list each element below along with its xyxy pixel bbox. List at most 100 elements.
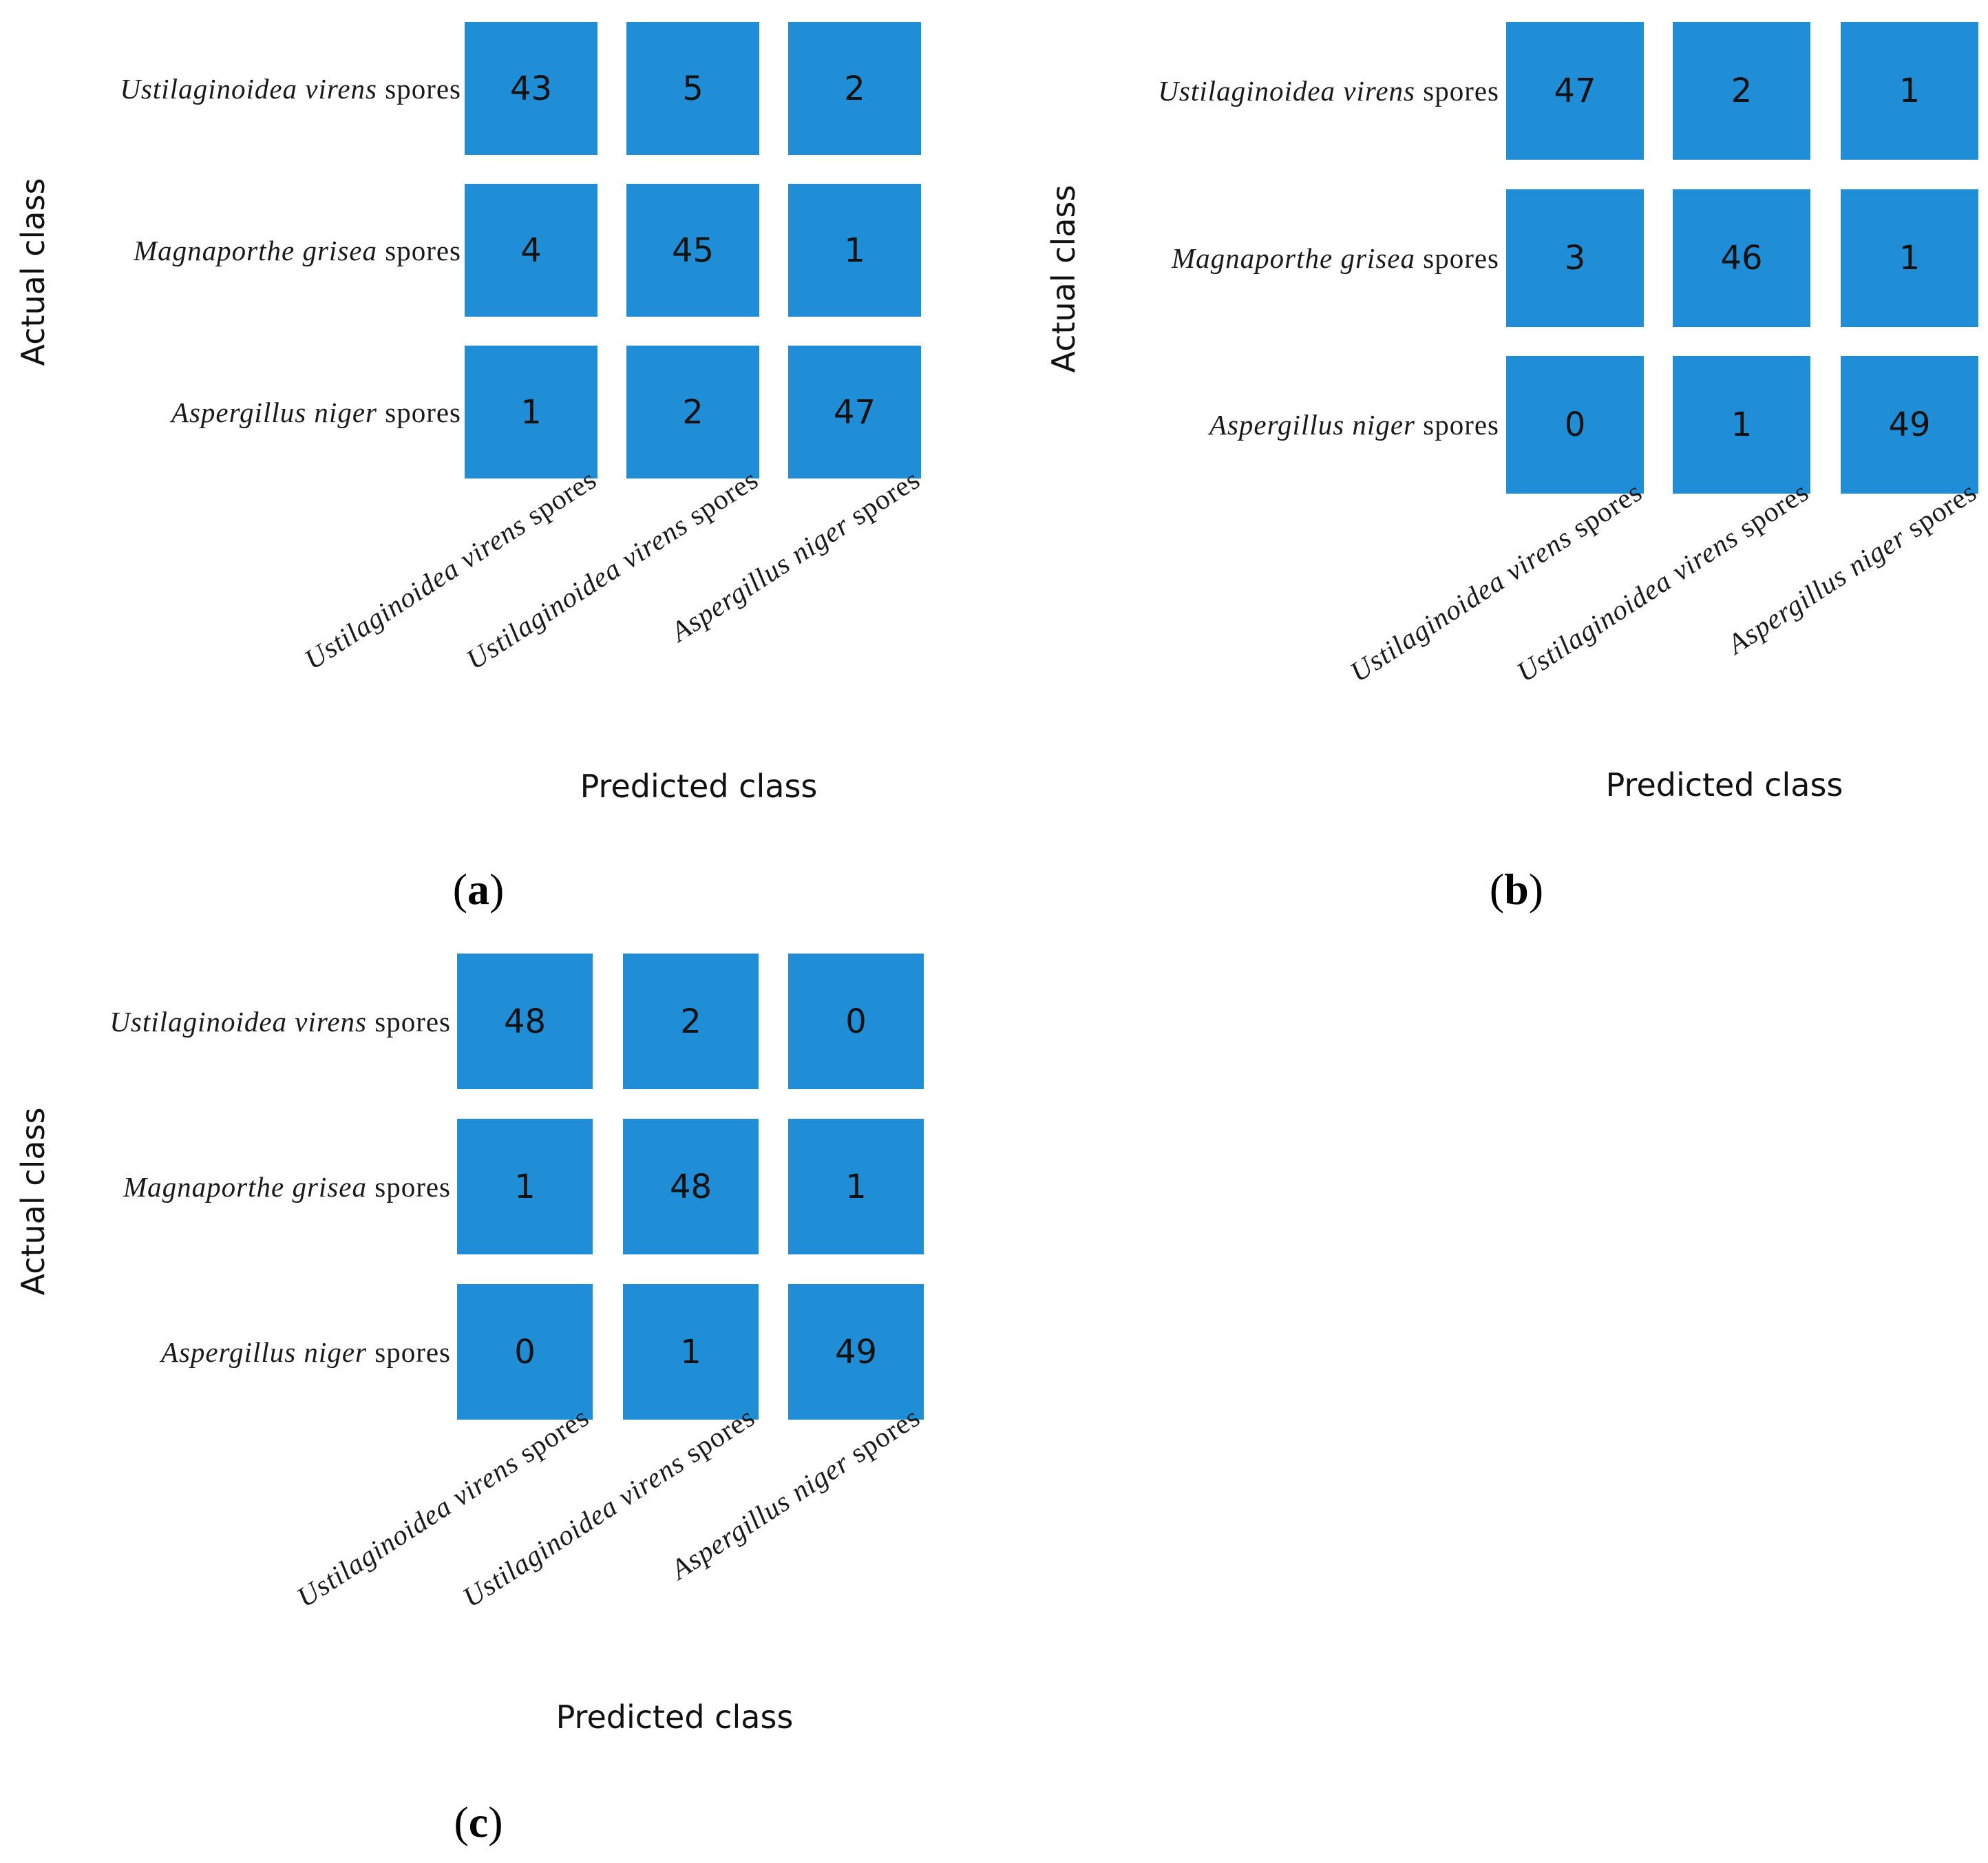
x-axis-label: Predicted class xyxy=(580,768,818,805)
x-axis-label: Predicted class xyxy=(556,1698,794,1736)
cell-value: 1 xyxy=(520,392,542,432)
label-suffix: spores xyxy=(1415,242,1499,274)
matrix-cell: 45 xyxy=(626,184,759,317)
cell-value: 45 xyxy=(671,231,715,270)
row-label: Ustilaginoidea virens spores xyxy=(120,72,461,105)
species-name: Ustilaginoidea virens xyxy=(460,509,694,676)
matrix-cell: 49 xyxy=(1841,356,1978,494)
cell-value: 1 xyxy=(845,1167,867,1206)
cell-value: 43 xyxy=(509,69,553,108)
panel-letter: b xyxy=(1504,865,1529,914)
matrix-cell: 0 xyxy=(457,1284,593,1420)
species-name: Magnaporthe grisea xyxy=(123,1170,367,1203)
matrix-cell: 2 xyxy=(1673,22,1810,160)
panel-label: (a) xyxy=(452,865,505,914)
cell-value: 1 xyxy=(1731,406,1753,444)
matrix-cell: 47 xyxy=(788,346,921,478)
column-label: Ustilaginoidea virens spores xyxy=(298,463,602,676)
label-suffix: spores xyxy=(377,396,461,428)
label-suffix: spores xyxy=(514,463,602,536)
label-suffix: spores xyxy=(1415,75,1499,107)
species-name: Ustilaginoidea virens xyxy=(120,72,377,105)
label-suffix: spores xyxy=(676,463,764,536)
y-axis-label: Actual class xyxy=(14,1107,52,1296)
matrix-cell: 0 xyxy=(1506,356,1644,494)
cell-value: 2 xyxy=(1731,72,1753,110)
matrix-cell: 5 xyxy=(626,22,759,155)
label-suffix: spores xyxy=(1560,475,1648,548)
row-label: Magnaporthe grisea spores xyxy=(1172,242,1499,275)
row-label: Aspergillus niger spores xyxy=(161,1336,451,1369)
label-suffix: spores xyxy=(1894,475,1982,548)
species-name: Ustilaginoidea virens xyxy=(456,1446,690,1614)
cell-value: 0 xyxy=(514,1332,536,1371)
label-suffix: spores xyxy=(1726,475,1815,548)
cell-value: 5 xyxy=(682,69,704,108)
matrix-cell: 2 xyxy=(788,22,921,155)
cell-value: 1 xyxy=(1899,239,1921,277)
matrix-cell: 1 xyxy=(788,1119,924,1254)
species-name: Magnaporthe grisea xyxy=(134,234,377,266)
row-label: Ustilaginoidea virens spores xyxy=(1158,74,1499,107)
label-suffix: spores xyxy=(377,234,461,266)
panel-letter: c xyxy=(468,1798,489,1846)
matrix-cell: 1 xyxy=(623,1284,759,1420)
label-suffix: spores xyxy=(673,1400,761,1473)
matrix-cell: 1 xyxy=(1841,22,1978,160)
matrix-cell: 47 xyxy=(1506,22,1644,160)
label-suffix: spores xyxy=(377,72,461,105)
matrix-cell: 4 xyxy=(465,184,598,317)
species-name: Aspergillus niger xyxy=(665,509,856,648)
species-name: Aspergillus niger xyxy=(160,1336,367,1368)
matrix-cell: 0 xyxy=(788,954,924,1089)
species-name: Magnaporthe grisea xyxy=(1172,242,1415,274)
matrix-cell: 49 xyxy=(788,1284,924,1420)
row-label: Ustilaginoidea virens spores xyxy=(109,1005,451,1038)
label-suffix: spores xyxy=(1415,409,1499,441)
row-label: Magnaporthe grisea spores xyxy=(123,1170,451,1203)
species-name: Aspergillus niger xyxy=(1722,521,1912,660)
column-label: Ustilaginoidea virens spores xyxy=(1510,475,1815,688)
x-axis-label: Predicted class xyxy=(1605,766,1843,803)
species-name: Ustilaginoidea virens xyxy=(1510,521,1744,688)
cell-value: 0 xyxy=(1564,406,1586,444)
cell-value: 2 xyxy=(844,69,865,108)
matrix-cell: 1 xyxy=(1841,189,1978,327)
species-name: Ustilaginoidea virens xyxy=(298,509,532,676)
label-suffix: spores xyxy=(366,1170,451,1203)
panel-label: (c) xyxy=(454,1798,503,1846)
label-suffix: spores xyxy=(838,1400,926,1473)
y-axis-label: Actual class xyxy=(1045,185,1082,373)
column-label: Ustilaginoidea virens spores xyxy=(456,1400,761,1614)
cell-value: 1 xyxy=(1899,72,1921,110)
cell-value: 1 xyxy=(514,1167,536,1206)
matrix-cell: 3 xyxy=(1506,189,1644,327)
matrix-cell: 1 xyxy=(457,1119,593,1254)
cell-value: 46 xyxy=(1720,239,1763,277)
row-label: Aspergillus niger spores xyxy=(171,396,461,429)
label-suffix: spores xyxy=(366,1005,451,1038)
column-label: Aspergillus niger spores xyxy=(665,463,926,649)
matrix-cell: 2 xyxy=(623,954,759,1089)
cell-value: 2 xyxy=(680,1002,701,1041)
column-label: Aspergillus niger spores xyxy=(1722,475,1982,661)
species-name: Ustilaginoidea virens xyxy=(1158,75,1415,107)
matrix-cell: 48 xyxy=(623,1119,759,1254)
column-label: Ustilaginoidea virens spores xyxy=(1344,475,1648,688)
panel-letter: a xyxy=(467,865,489,914)
cell-value: 2 xyxy=(682,392,704,432)
label-suffix: spores xyxy=(507,1400,595,1473)
cell-value: 4 xyxy=(520,231,542,270)
column-label: Aspergillus niger spores xyxy=(665,1400,926,1586)
panel-label: (b) xyxy=(1489,865,1544,914)
species-name: Ustilaginoidea virens xyxy=(109,1005,367,1038)
label-suffix: spores xyxy=(838,463,926,536)
species-name: Aspergillus niger xyxy=(171,396,377,428)
matrix-cell: 1 xyxy=(465,346,598,478)
cell-value: 1 xyxy=(680,1332,701,1371)
y-axis-label: Actual class xyxy=(14,178,52,366)
cell-value: 1 xyxy=(844,231,865,270)
matrix-cell: 43 xyxy=(465,22,598,155)
